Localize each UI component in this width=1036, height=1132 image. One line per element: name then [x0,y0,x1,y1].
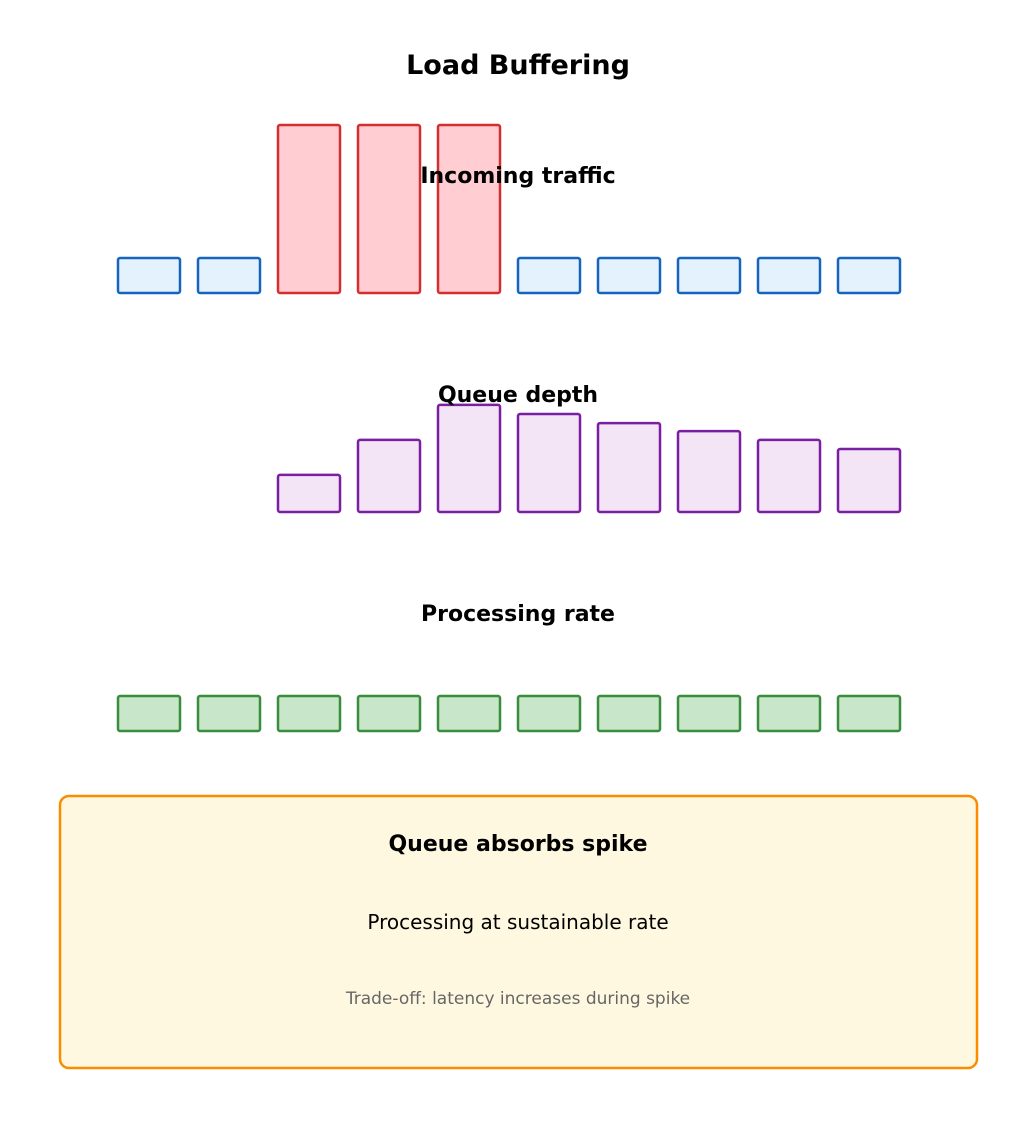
queue-depth-bar [356,438,422,514]
incoming-traffic-bar [836,256,902,295]
queue-depth-bar [276,473,342,514]
callout-line-1: Processing at sustainable rate [367,910,668,934]
incoming-traffic-bar [596,256,662,295]
processing-rate-bar [676,694,742,733]
queue-depth-bar [436,403,502,514]
row-label-processing-rate: Processing rate [421,602,615,627]
processing-rate-bar [196,694,262,733]
incoming-traffic-bar [516,256,582,295]
processing-rate-bar [356,694,422,733]
row-label-queue-depth: Queue depth [438,383,598,408]
processing-rate-bar [436,694,502,733]
callout-line-2: Trade-off: latency increases during spik… [345,989,690,1009]
processing-rate-bar [276,694,342,733]
callout-box [58,794,979,1070]
queue-depth-bar [836,447,902,514]
incoming-traffic-bar [676,256,742,295]
processing-rate-bar [756,694,822,733]
queue-depth-bar [516,412,582,514]
queue-depth-bar [676,429,742,514]
processing-rate-bar [596,694,662,733]
row-label-incoming-traffic: Incoming traffic [420,164,615,189]
processing-rate-bar [116,694,182,733]
traffic-spike-bar [356,123,422,295]
queue-depth-bar [596,421,662,514]
callout-title: Queue absorbs spike [388,832,647,857]
traffic-spike-bar [436,123,502,295]
incoming-traffic-bar [756,256,822,295]
processing-rate-bar [516,694,582,733]
incoming-traffic-bar [116,256,182,295]
queue-depth-bar [756,438,822,514]
processing-rate-bar [836,694,902,733]
traffic-spike-bar [276,123,342,295]
bars-layer [116,123,902,733]
diagram-title: Load Buffering [406,50,630,81]
incoming-traffic-bar [196,256,262,295]
